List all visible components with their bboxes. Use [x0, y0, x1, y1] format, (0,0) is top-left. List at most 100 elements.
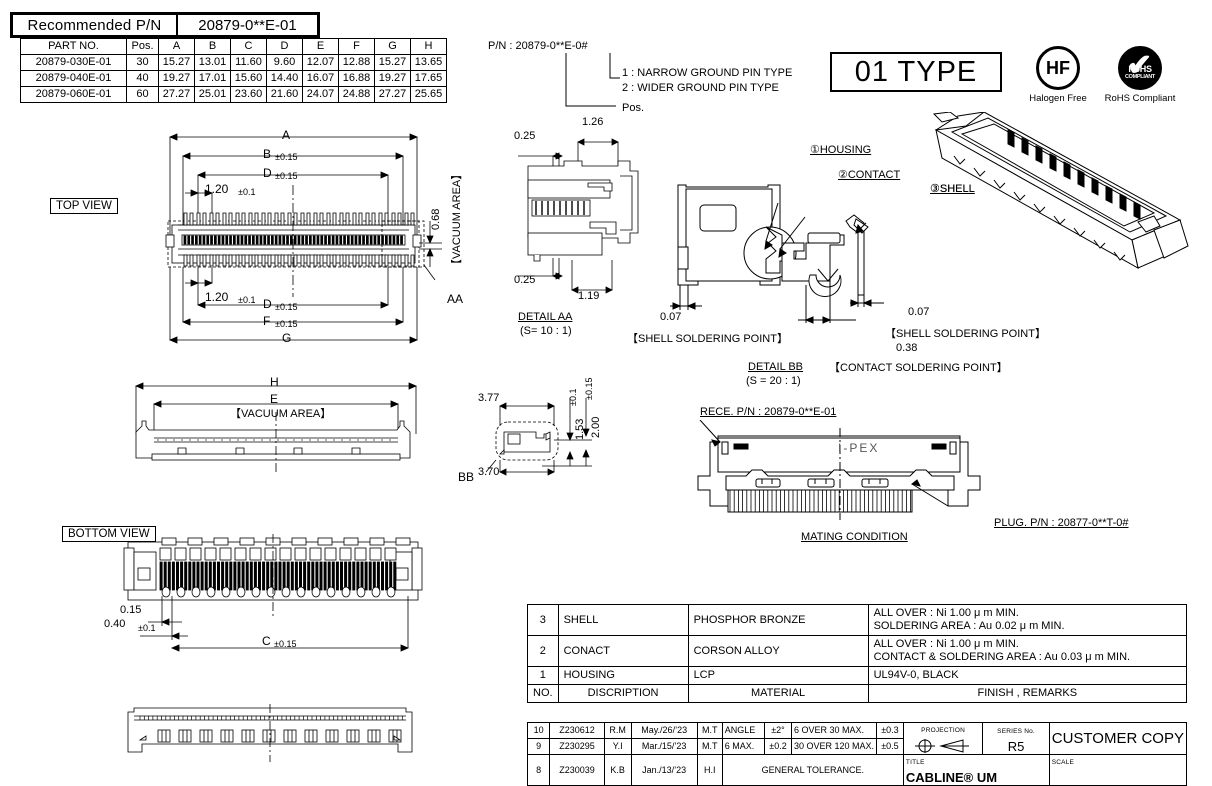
side-view-svg	[127, 704, 413, 762]
brand-logo: I-PEX	[838, 441, 880, 455]
top-view-dim-g: G	[282, 331, 292, 345]
material-table: 3 SHELL PHOSPHOR BRONZE ALL OVER : Ni 1.…	[527, 604, 1188, 703]
top-view-dim-f: F	[263, 314, 271, 328]
dimension-table: PART NO. Pos. A B C D E F G H 20879-030E…	[20, 38, 447, 103]
general-tolerance: GENERAL TOLERANCE.	[721, 754, 904, 786]
finish-line-1: ALL OVER : Ni 1.00 μ m MIN.	[873, 638, 1019, 650]
bottom-view-dim-040-tol: ±0.1	[138, 623, 156, 633]
cell-pos: 40	[126, 70, 159, 87]
cell-finish: ALL OVER : Ni 1.00 μ m MIN. CONTACT & SO…	[867, 635, 1188, 667]
tol-range-1-value: ±0.3	[876, 722, 904, 739]
top-view-dim-f-tol: ±0.15	[275, 319, 298, 329]
detail-aa-drawing	[500, 128, 675, 328]
pn-format-text: P/N : 20879-0**E-0#	[488, 40, 588, 52]
cell-g: 27.27	[374, 86, 411, 103]
recommended-pn-box: Recommended P/N 20879-0**E-01	[10, 12, 320, 38]
rev-date: Jan./13/’23	[630, 754, 698, 786]
part-number-legend: P/N : 20879-0**E-0# 1 : NARROW GROUND PI…	[488, 40, 818, 114]
cell-no: 3	[527, 604, 559, 636]
cell-g: 19.27	[374, 70, 411, 87]
cell-finish: UL94V-0, BLACK	[867, 666, 1188, 685]
cell-desc: HOUSING	[557, 666, 689, 685]
rev-by: R.M	[603, 722, 632, 739]
detail-aa-dim-119: 1.19	[578, 290, 600, 302]
table-row: 20879-030E-01 30 15.27 13.01 11.60 9.60 …	[20, 54, 447, 71]
top-view-dim-d-bot-tol: ±0.15	[275, 302, 298, 312]
recommended-pn-label: Recommended P/N	[27, 16, 162, 34]
top-view-pitch-bot: 1.20	[205, 290, 229, 304]
cell-d: 9.60	[266, 54, 303, 71]
cell-e: 16.07	[302, 70, 339, 87]
rev-no: 9	[526, 738, 551, 755]
revision-row: 10 Z230612 R.M May./26/’23 M.T ANGLE ±2°…	[526, 722, 1188, 755]
bottom-view-drawing	[120, 532, 440, 652]
cell-pos: 60	[126, 86, 159, 103]
cell-pos: 30	[126, 54, 159, 71]
shell-solder-right-label: 【SHELL SOLDERING POINT】	[885, 328, 1046, 340]
projection-cell: PROJECTION	[902, 722, 984, 755]
cell-h: 13.65	[410, 54, 447, 71]
rev-by: Y.I	[603, 738, 632, 755]
contact-solder-dim: 0.38	[896, 342, 918, 354]
rohs-compliant-mark: ✔ RoHS COMPLIANT RoHS Compliant	[1098, 46, 1182, 104]
table-row: 3 SHELL PHOSPHOR BRONZE ALL OVER : Ni 1.…	[527, 604, 1188, 636]
bottom-view-dim-015: 0.15	[120, 604, 142, 616]
cell-f: 16.88	[338, 70, 375, 87]
title-block: 10 Z230612 R.M May./26/’23 M.T ANGLE ±2°…	[526, 722, 1188, 786]
col-a: A	[158, 38, 195, 55]
mating-caption: MATING CONDITION	[801, 531, 908, 543]
cell-h: 17.65	[410, 70, 447, 87]
top-view-dim-a: A	[282, 128, 291, 142]
cell-desc: SHELL	[557, 604, 689, 636]
title-cell: TITLE CABLINE® UM	[902, 754, 1050, 786]
rev-doc: Z230612	[549, 722, 605, 739]
col-d: D	[266, 38, 303, 55]
tol-angle-label: ANGLE	[721, 722, 766, 739]
projection-symbol-icon	[915, 739, 970, 753]
col-b: B	[194, 38, 231, 55]
contact-solder-label: 【CONTACT SOLDERING POINT】	[829, 362, 1008, 374]
isometric-svg	[932, 112, 1189, 269]
col-h: H	[410, 38, 447, 55]
cell-no: 2	[527, 635, 559, 667]
rohs-subtext: COMPLIANT	[1125, 74, 1155, 80]
front-view-dim-h: H	[270, 375, 279, 389]
cell-part-no: 20879-060E-01	[20, 86, 127, 103]
isometric-view	[918, 112, 1208, 297]
pn-option-1: 1 : NARROW GROUND PIN TYPE	[622, 67, 793, 79]
col-e: E	[302, 38, 339, 55]
rohs-caption: RoHS Compliant	[1104, 93, 1176, 104]
shell-solder-right-dim: 0.07	[908, 306, 930, 318]
table-row: 20879-060E-01 60 27.27 25.01 23.60 21.60…	[20, 86, 447, 103]
cell-d: 14.40	[266, 70, 303, 87]
bb-side-dim-200-tol: ±0.15	[584, 377, 594, 400]
rev-no: 10	[526, 722, 551, 739]
cell-a: 15.27	[158, 54, 195, 71]
front-view-svg	[134, 382, 418, 472]
rev-chk: M.T	[696, 722, 723, 739]
detail-bb-side-svg	[485, 398, 592, 476]
cell-material: PHOSPHOR BRONZE	[687, 604, 869, 636]
table-row: 1 HOUSING LCP UL94V-0, BLACK	[527, 666, 1188, 685]
mating-svg	[697, 420, 981, 520]
front-view-vacuum-label: 【VACUUM AREA】	[230, 408, 332, 420]
cell-f: 24.88	[338, 86, 375, 103]
revision-row: 8 Z230039 K.B Jan./13/’23 H.I GENERAL TO…	[526, 754, 1188, 786]
cell-c: 11.60	[230, 54, 267, 71]
cell-material: CORSON ALLOY	[687, 635, 869, 667]
top-view-pitch-top-tol: ±0.1	[238, 187, 256, 197]
cell-a: 19.27	[158, 70, 195, 87]
check-icon: ✔	[1127, 49, 1153, 82]
cell-b: 25.01	[194, 86, 231, 103]
iso-callout-shell: ③SHELL	[930, 183, 975, 195]
front-view-dim-e: E	[270, 392, 279, 406]
detail-bb-side-drawing	[462, 388, 612, 488]
col-no: NO.	[527, 684, 559, 703]
tol-range-2-value: ±0.5	[876, 738, 904, 755]
col-f: F	[338, 38, 375, 55]
cell-c: 15.60	[230, 70, 267, 87]
rev-doc: Z230295	[549, 738, 605, 755]
table-row: 2 CONACT CORSON ALLOY ALL OVER : Ni 1.00…	[527, 635, 1188, 667]
cell-part-no: 20879-040E-01	[20, 70, 127, 87]
pn-option-2: 2 : WIDER GROUND PIN TYPE	[622, 82, 779, 94]
